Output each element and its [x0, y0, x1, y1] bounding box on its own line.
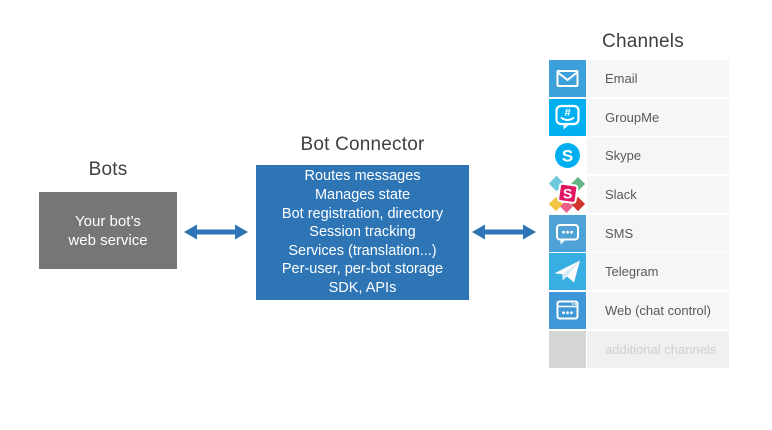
connector-feature: Routes messages: [304, 168, 421, 185]
channel-row-telegram: Telegram: [549, 253, 729, 291]
channel-label: SMS: [605, 225, 634, 241]
channel-row-additional: additional channels: [549, 330, 729, 368]
channel-label: Slack: [605, 187, 637, 203]
connector-feature: Services (translation...): [288, 242, 437, 259]
groupme-icon: #: [549, 98, 586, 136]
channel-row-email: Email: [549, 60, 729, 97]
bot-web-service-box: Your bot’s web service: [39, 192, 177, 269]
skype-icon: S: [549, 137, 586, 175]
channel-label: GroupMe: [605, 109, 660, 125]
connector-feature: Bot registration, directory: [281, 205, 444, 222]
channels-heading: Channels: [602, 31, 684, 52]
channel-row-sms: SMS: [549, 214, 729, 252]
connector-feature: Manages state: [314, 187, 411, 204]
channel-label: Web (chat control): [605, 303, 711, 319]
channel-label: Email: [605, 71, 638, 86]
placeholder-icon: [549, 330, 586, 368]
double-arrow-icon: [184, 224, 248, 240]
bot-connector-heading: Bot Connector: [300, 134, 425, 155]
channel-label: Skype: [605, 148, 642, 164]
svg-text:S: S: [562, 147, 573, 166]
telegram-icon: [549, 253, 586, 291]
sms-icon: [549, 214, 586, 252]
double-arrow-icon: [472, 224, 536, 240]
channel-label: additional channels: [605, 341, 717, 357]
slack-icon: S: [549, 176, 586, 214]
bot-web-service-line1: Your bot’s: [75, 212, 141, 230]
channels-list: Email # GroupMe S: [549, 60, 729, 370]
email-icon: [549, 60, 586, 97]
connector-feature: Session tracking: [309, 224, 416, 241]
channel-row-skype: S Skype: [549, 137, 729, 175]
connector-feature: Per-user, per-bot storage: [281, 261, 444, 278]
channel-label: Telegram: [605, 264, 659, 280]
bot-connector-box: Routes messages Manages state Bot regist…: [256, 165, 469, 300]
svg-text:S: S: [563, 186, 572, 202]
connector-feature: SDK, APIs: [328, 279, 397, 296]
channel-row-slack: S Slack: [549, 176, 729, 214]
svg-text:#: #: [564, 107, 570, 119]
web-chat-icon: [549, 292, 586, 330]
bot-web-service-line2: web service: [68, 231, 148, 249]
channel-row-groupme: # GroupMe: [549, 98, 729, 136]
channel-row-web-chat: Web (chat control): [549, 292, 729, 330]
bots-heading: Bots: [88, 159, 128, 180]
